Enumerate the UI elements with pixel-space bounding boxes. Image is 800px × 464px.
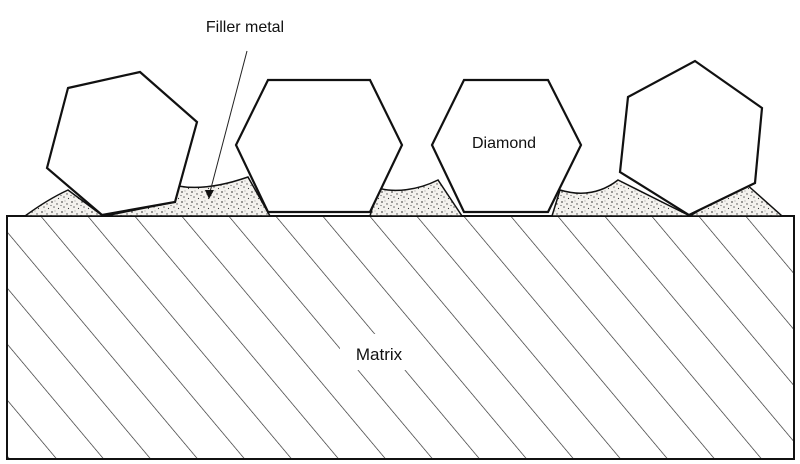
diamonds (45, 59, 764, 217)
diamond-3 (430, 78, 583, 214)
filler-metal (22, 176, 784, 217)
diamond-4 (618, 59, 764, 217)
filler-leader (205, 50, 248, 199)
matrix-label: Matrix (356, 345, 403, 364)
diamond-2 (234, 78, 404, 214)
matrix-label-bg (340, 334, 420, 370)
filler-metal-label: Filler metal (206, 19, 284, 36)
diamond-label: Diamond (472, 135, 536, 152)
diamond-1 (45, 70, 199, 217)
